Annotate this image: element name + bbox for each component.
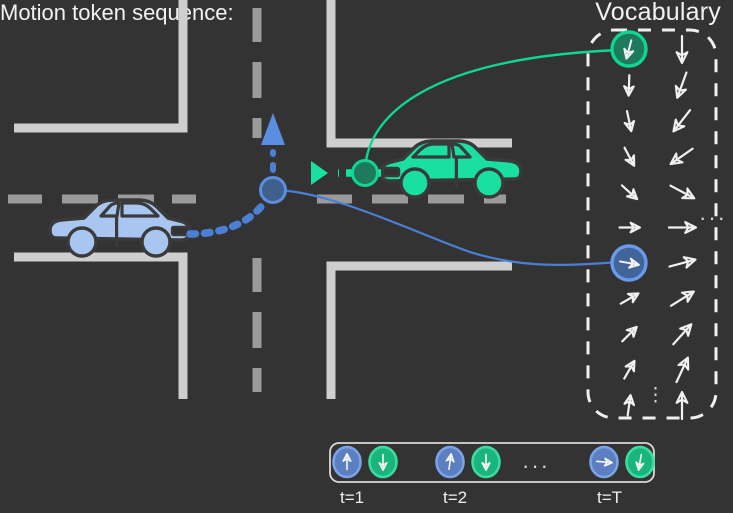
blue-link-curve [272,188,621,267]
vocabulary-arrow-icon[interactable] [668,105,696,136]
vocabulary-ellipsis-vertical: ⋮ [646,385,665,406]
green-link-curve [363,48,621,174]
sequence-token-green[interactable] [471,445,501,479]
vocabulary-arrow-icon[interactable] [619,144,640,170]
vocabulary-arrow-icon[interactable] [675,390,689,421]
vocabulary-arrow-icon[interactable] [622,73,636,97]
vocabulary-arrow-icon[interactable] [666,143,697,170]
blue-car [48,198,192,258]
vocabulary-arrow-icon[interactable] [668,319,697,349]
lane-markings [8,8,506,392]
vocabulary-arrow-icon[interactable] [617,180,642,204]
vocabulary-arrow-icon[interactable] [670,354,694,386]
vocabulary-arrow-icon[interactable] [617,288,643,309]
vocabulary-title: Vocabulary [595,0,721,26]
vocabulary-box [586,28,718,420]
blue-node [259,176,287,204]
sequence-token-green[interactable] [368,445,398,479]
sequence-ellipsis: ··· [522,453,550,478]
vocab-token-green-selected[interactable] [610,30,648,68]
sequence-token-blue[interactable] [589,445,619,479]
sequence-token-row [332,445,655,479]
green-trajectory [311,161,381,185]
vocabulary-arrow-icon[interactable] [666,179,698,205]
vocabulary-arrow-icon[interactable] [666,253,699,273]
vocabulary-arrow-icon[interactable] [621,393,637,418]
sequence-token-blue[interactable] [332,445,362,479]
vocabulary-arrow-icon[interactable] [667,221,698,234]
vocabulary-arrow-grid [617,34,699,421]
vocabulary-arrow-icon[interactable] [671,69,693,101]
vocabulary-arrow-icon[interactable] [667,285,698,312]
sequence-token-blue[interactable] [435,445,465,479]
timestep-label-2: t=2 [443,488,468,507]
sequence-token-green[interactable] [625,445,655,479]
vocabulary-ellipsis-horizontal: ··· [699,205,727,230]
vocabulary-arrow-icon[interactable] [675,34,689,65]
vocabulary-arrow-icon[interactable] [617,322,642,346]
vocabulary-arrow-icon[interactable] [621,109,638,134]
timestep-label-1: t=1 [340,488,365,507]
vocabulary-arrow-icon[interactable] [618,221,642,234]
green-car [379,139,523,199]
blue-trajectory [186,113,285,238]
timestep-label-T: t=T [597,488,623,507]
green-node [351,159,379,187]
vocab-token-blue-selected[interactable] [610,244,648,282]
sequence-title: Motion token sequence: [0,0,234,25]
vocabulary-arrow-icon[interactable] [618,357,640,383]
